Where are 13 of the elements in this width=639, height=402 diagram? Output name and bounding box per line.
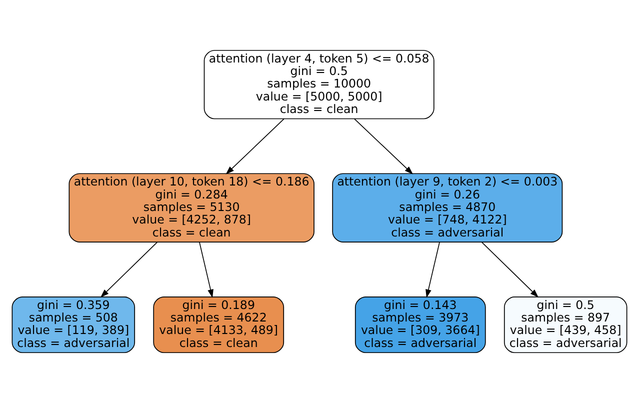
node-box: attention (layer 10, token 18) <= 0.186 gini = 0.284 samples = 5130 value = [4252, 878] class = clean (68, 172, 314, 242)
node-box: attention (layer 4, token 5) <= 0.058 gini = 0.5 samples = 10000 value = [5000, 5000] class = clean (204, 49, 434, 119)
node-box: gini = 0.189 samples = 4622 value = [4133, 489] class = clean (153, 296, 284, 353)
node-box: gini = 0.5 samples = 897 value = [439, 458] class = adversarial (504, 296, 628, 353)
arrow (481, 241, 539, 298)
node-box: attention (layer 9, token 2) <= 0.003 gini = 0.26 samples = 4870 value = [748, 4122] class = adversarial (332, 172, 563, 242)
arrow (226, 118, 284, 174)
node-box: gini = 0.359 samples = 508 value = [119, 389] class = adversarial (12, 296, 136, 353)
arrow (100, 241, 158, 298)
arrow (354, 118, 414, 174)
node-box: gini = 0.143 samples = 3973 value = [309, 3664] class = adversarial (354, 296, 486, 353)
arrow (199, 241, 214, 298)
arrow (426, 241, 440, 298)
